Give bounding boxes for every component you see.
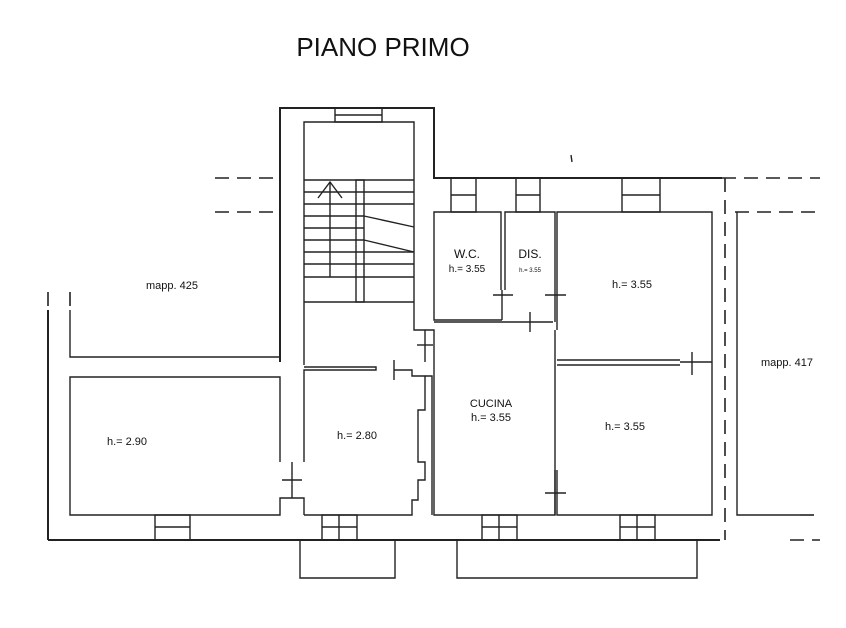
label-mapp-417: mapp. 417 (761, 357, 813, 369)
label-cucina: CUCINA (470, 398, 513, 410)
label-w-room-height: h.= 2.90 (107, 436, 147, 448)
walls (47, 107, 820, 579)
label-se-room-height: h.= 3.55 (605, 421, 645, 433)
label-mapp-425: mapp. 425 (146, 280, 198, 292)
plan-title: PIANO PRIMO (296, 32, 469, 62)
balcony-right (456, 540, 698, 579)
balcony-left (299, 540, 396, 579)
label-c-room-height: h.= 2.80 (337, 430, 377, 442)
stair-arrow-icon (317, 180, 343, 199)
label-wc-height: h.= 3.55 (449, 264, 486, 275)
label-ne-room-height: h.= 3.55 (612, 279, 652, 291)
room-labels: mapp. 425 mapp. 417 W.C. h.= 3.55 DIS. h… (107, 247, 813, 448)
label-cucina-height: h.= 3.55 (471, 412, 511, 424)
label-dis-height: h.= 3.55 (519, 268, 542, 274)
staircase (304, 179, 415, 303)
label-dis: DIS. (518, 247, 541, 261)
label-wc: W.C. (454, 247, 480, 261)
